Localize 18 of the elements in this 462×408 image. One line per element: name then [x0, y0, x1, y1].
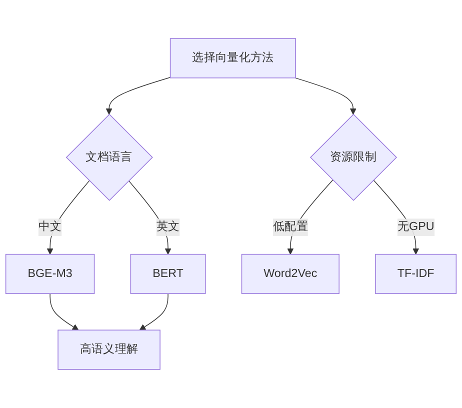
node-box: BERT [130, 254, 206, 294]
node-box: TF-IDF [375, 254, 457, 294]
arrow [295, 78, 356, 115]
edge-label: 英文 [156, 220, 180, 234]
edge-label: 无GPU [397, 220, 434, 234]
node-box: Word2Vec [241, 254, 340, 294]
arrow [128, 180, 172, 255]
edge-label: 中文 [38, 220, 62, 234]
node-diamond: 资源限制 [310, 114, 398, 201]
arrow [139, 293, 168, 330]
arrow [46, 180, 90, 255]
node-box: 选择向量化方法 [170, 38, 296, 78]
arrow [50, 293, 79, 330]
node-box: BGE-M3 [5, 254, 95, 294]
node-diamond: 文档语言 [66, 114, 153, 201]
arrow [106, 77, 171, 115]
node-box: 高语义理解 [58, 330, 160, 370]
edge-label: 低配置 [272, 220, 308, 234]
